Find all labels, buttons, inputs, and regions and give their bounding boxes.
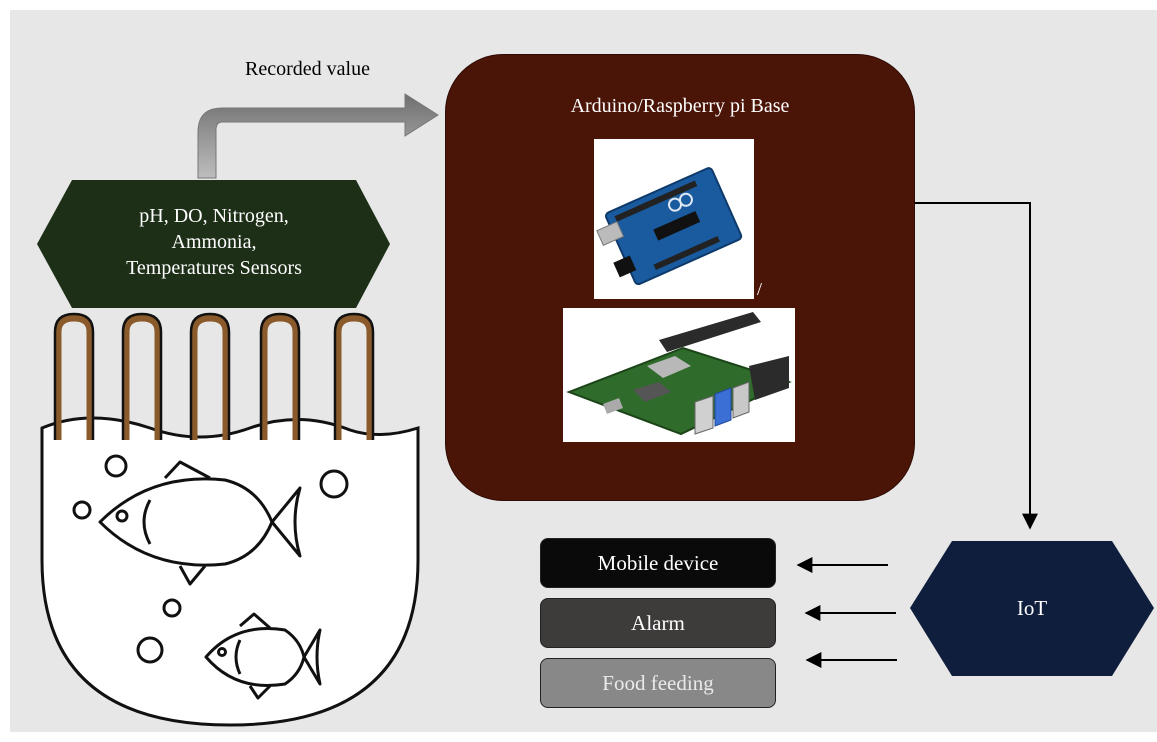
food-feeding-label: Food feeding xyxy=(602,670,714,695)
probe-3 xyxy=(189,312,231,440)
sensor-label-line-1: pH, DO, Nitrogen, xyxy=(139,205,289,227)
controller-base-panel: Arduino/Raspberry pi Base / xyxy=(445,54,915,501)
alarm-box: Alarm xyxy=(540,598,776,648)
fish-large-icon xyxy=(98,460,302,586)
bubbles xyxy=(72,454,349,664)
probe-4 xyxy=(259,312,301,440)
raspberry-pi-board-icon xyxy=(566,312,792,436)
iot-hexagon xyxy=(910,541,1154,676)
tank-outline xyxy=(40,416,420,727)
arduino-board-icon xyxy=(596,167,743,286)
iot-output-arrows xyxy=(796,557,897,668)
food-feeding-box: Food feeding xyxy=(540,658,776,708)
arduino-board-image xyxy=(594,139,754,299)
raspberry-pi-board-image xyxy=(563,308,795,442)
sensor-label: pH, DO, Nitrogen, Ammonia, Temperatures … xyxy=(72,203,356,281)
probe-5 xyxy=(333,312,375,440)
sensor-label-line-3: Temperatures Sensors xyxy=(126,257,302,279)
controller-base-title: Arduino/Raspberry pi Base xyxy=(570,95,790,117)
recorded-value-arrow xyxy=(197,93,439,179)
mobile-device-box: Mobile device xyxy=(540,538,776,588)
alarm-label: Alarm xyxy=(631,610,685,635)
probe-1 xyxy=(53,312,95,440)
recorded-value-label: Recorded value xyxy=(245,58,370,80)
sensor-hexagon xyxy=(37,180,390,308)
base-to-iot-connector xyxy=(913,202,1038,530)
fish-small-icon xyxy=(204,612,322,700)
iot-label: IoT xyxy=(1016,596,1048,620)
mobile-device-label: Mobile device xyxy=(597,550,719,575)
sensor-probes xyxy=(53,312,375,440)
sensor-label-line-2: Ammonia, xyxy=(171,231,257,253)
board-separator: / xyxy=(757,279,763,299)
probe-2 xyxy=(121,312,163,440)
